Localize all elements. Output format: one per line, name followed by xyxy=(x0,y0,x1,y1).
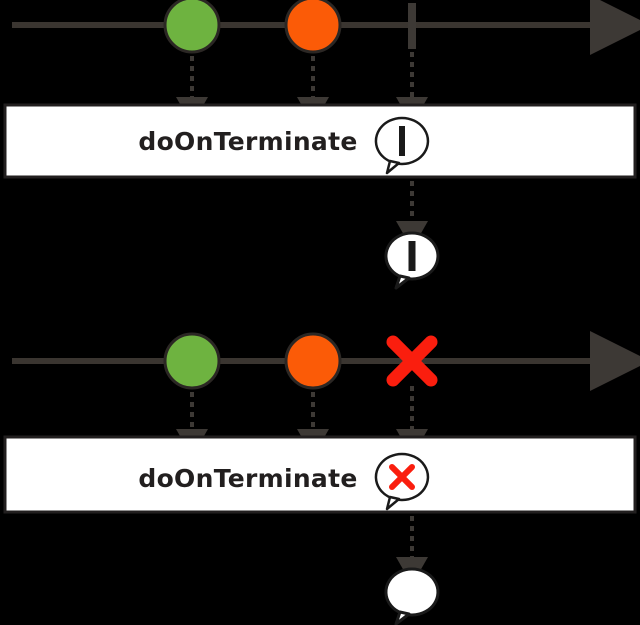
output-bubble-complete-tail xyxy=(394,274,411,290)
output-bubble-empty xyxy=(384,567,440,625)
green-marble[interactable] xyxy=(163,0,221,54)
error-cross-stroke-b xyxy=(386,335,438,387)
error-cross-stroke-b xyxy=(389,464,415,490)
operator-box-1[interactable] xyxy=(3,103,637,179)
callout-bubble-complete-tail xyxy=(385,159,401,175)
green-marble[interactable] xyxy=(163,332,221,390)
orange-marble[interactable] xyxy=(284,332,342,390)
error-cross-icon xyxy=(389,464,415,490)
orange-marble[interactable] xyxy=(284,0,342,54)
operator-label-2: doOnTerminate xyxy=(138,464,357,493)
error-cross-icon[interactable] xyxy=(386,335,438,387)
callout-bubble-complete xyxy=(374,116,430,175)
callout-bubble-error xyxy=(374,452,430,511)
operator-label-1: doOnTerminate xyxy=(138,127,357,156)
panel-complete: doOnTerminate xyxy=(3,0,640,290)
output-bubble-complete xyxy=(384,231,440,290)
output-bubble-empty-tail xyxy=(394,610,411,625)
operator-box-2[interactable] xyxy=(3,435,637,514)
output-bubble-empty-shape xyxy=(384,567,440,617)
callout-bubble-error-tail xyxy=(385,495,401,511)
panel-error: doOnTerminate xyxy=(3,331,640,625)
